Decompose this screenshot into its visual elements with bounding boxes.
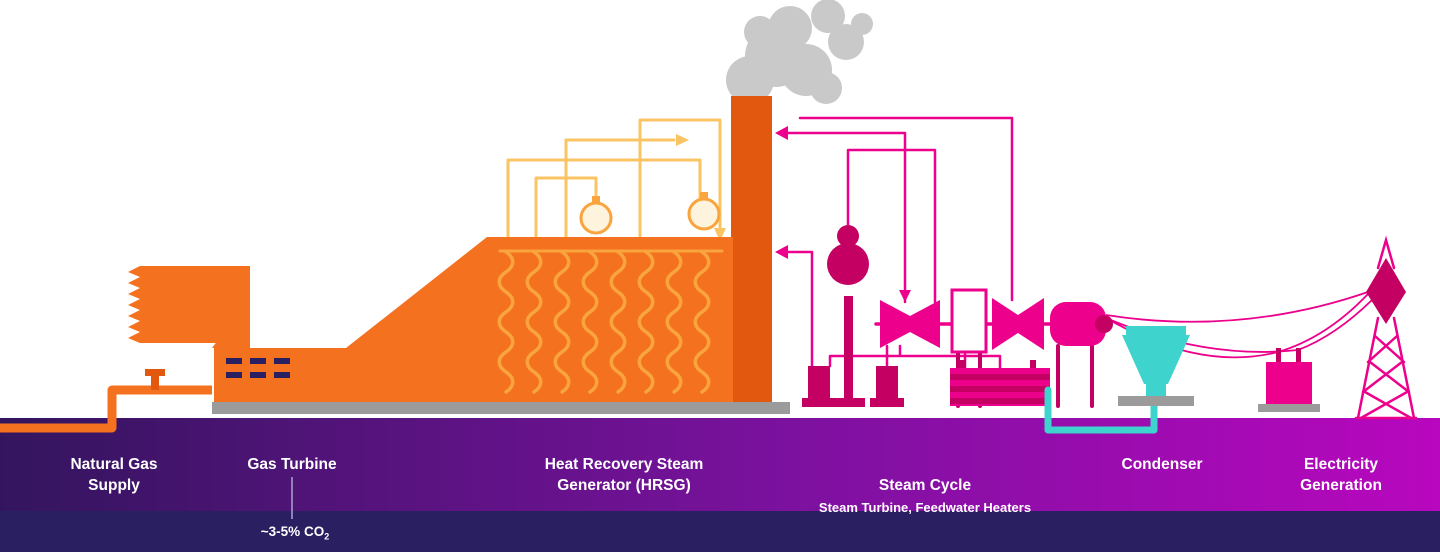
- flow-arrow-right-icon: [676, 134, 689, 146]
- label-condenser: Condenser: [1121, 456, 1203, 473]
- transformer-graphic: [1258, 348, 1320, 412]
- steam-arrow-down-icon: [899, 290, 911, 302]
- generator-support-graphic: [1056, 344, 1094, 408]
- condenser-graphic: [1044, 326, 1194, 434]
- transformer-base-graphic: [1258, 404, 1320, 412]
- steam-arrow-left-icon: [775, 126, 788, 140]
- co2-note-subscript: 2: [324, 531, 330, 542]
- label-electricity-generation: Electricity Generation: [1300, 456, 1382, 494]
- flow-arrow-down-icon: [714, 228, 726, 241]
- transmission-tower-graphic: [1354, 235, 1418, 420]
- feedwater-heaters-graphic: [950, 360, 1050, 406]
- gas-pipeline-graphic: [0, 369, 212, 433]
- hrsg-piping-graphic: [506, 118, 726, 252]
- generator-endcap-graphic: [1095, 315, 1113, 333]
- foundation-graphic: [212, 402, 790, 414]
- turbine-vent-slits-graphic: [226, 358, 290, 378]
- boiler-feed-pump-graphic: [870, 366, 904, 407]
- ground-band: [0, 418, 1440, 511]
- label-steam-cycle: Steam Cycle Steam Turbine, Feedwater Hea…: [819, 455, 1031, 537]
- boiler-feed-pump-graphic: [802, 366, 836, 407]
- gas-turbine-graphic: [128, 237, 487, 406]
- hp-steam-turbine-graphic: [880, 300, 940, 348]
- steam-cycle-graphic: [802, 225, 1113, 408]
- co2-note-text: ~3-5% CO: [260, 524, 325, 539]
- generator-graphic: [1050, 302, 1106, 346]
- condenser-base-graphic: [1118, 396, 1194, 406]
- label-steam-cycle-title: Steam Cycle: [878, 476, 972, 494]
- label-steam-cycle-subtitle: Steam Turbine, Feedwater Heaters: [818, 499, 1032, 515]
- co2-note: ~3-5% CO2: [261, 524, 329, 542]
- smoke-plume-graphic: [726, 0, 873, 104]
- co2-connector-line: [291, 477, 293, 519]
- turbine-pedestal-graphic: [950, 288, 988, 354]
- lp-steam-turbine-graphic: [992, 298, 1044, 350]
- steam-arrow-left-icon: [775, 245, 788, 259]
- condensate-pipe-graphic: [1044, 386, 1158, 434]
- label-natural-gas-supply: Natural Gas Supply: [70, 456, 158, 494]
- chimney-graphic: [731, 96, 772, 406]
- deaerator-graphic: [827, 225, 869, 407]
- label-gas-turbine: Gas Turbine: [247, 456, 337, 473]
- steam-drum-icon: [687, 192, 721, 231]
- steam-drum-icon: [579, 196, 613, 235]
- footer-strip: [0, 511, 1440, 552]
- hrsg-graphic: [487, 192, 733, 406]
- label-hrsg: Heat Recovery Steam Generator (HRSG): [544, 456, 704, 494]
- gas-valve-icon: [145, 369, 165, 390]
